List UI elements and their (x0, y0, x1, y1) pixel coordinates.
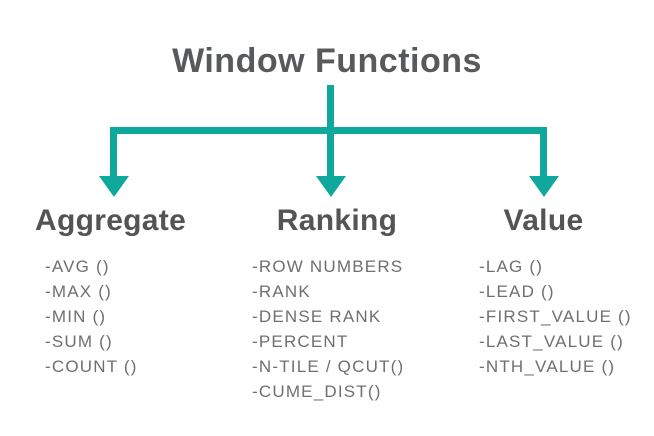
list-item: -AVG () (45, 257, 110, 276)
list-item: -FIRST_VALUE () (479, 307, 632, 326)
branch-heading-ranking: Ranking (276, 204, 398, 237)
list-item: -MAX () (45, 282, 112, 301)
list-item: -CUME_DIST() (252, 382, 382, 401)
connector-stem-top (327, 85, 334, 134)
arrow-down-icon (528, 176, 559, 197)
branch-list-aggregate: -AVG () -MAX () -MIN () -SUM () -COUNT (… (45, 254, 138, 379)
list-item: -MIN () (45, 307, 107, 326)
list-item: -NTH_VALUE () (479, 357, 616, 376)
connector-drop-left (110, 127, 117, 177)
list-item: -RANK (252, 282, 311, 301)
branch-heading-aggregate: Aggregate (35, 204, 187, 237)
arrow-down-icon (98, 176, 129, 197)
connector-drop-middle (327, 127, 334, 177)
list-item: -LEAD () (479, 282, 555, 301)
list-item: -N-TILE / QCUT() (252, 357, 405, 376)
branch-heading-value: Value (503, 204, 584, 237)
list-item: -ROW NUMBERS (252, 257, 404, 276)
list-item: -COUNT () (45, 357, 138, 376)
list-item: -LAG () (479, 257, 544, 276)
arrow-down-icon (315, 176, 346, 197)
diagram-title: Window Functions (172, 42, 482, 80)
branch-list-value: -LAG () -LEAD () -FIRST_VALUE () -LAST_V… (479, 254, 632, 379)
list-item: -PERCENT (252, 332, 349, 351)
connector-drop-right (540, 127, 547, 177)
list-item: -LAST_VALUE () (479, 332, 624, 351)
list-item: -DENSE RANK (252, 307, 382, 326)
list-item: -SUM () (45, 332, 113, 351)
branch-list-ranking: -ROW NUMBERS -RANK -DENSE RANK -PERCENT … (252, 254, 404, 404)
